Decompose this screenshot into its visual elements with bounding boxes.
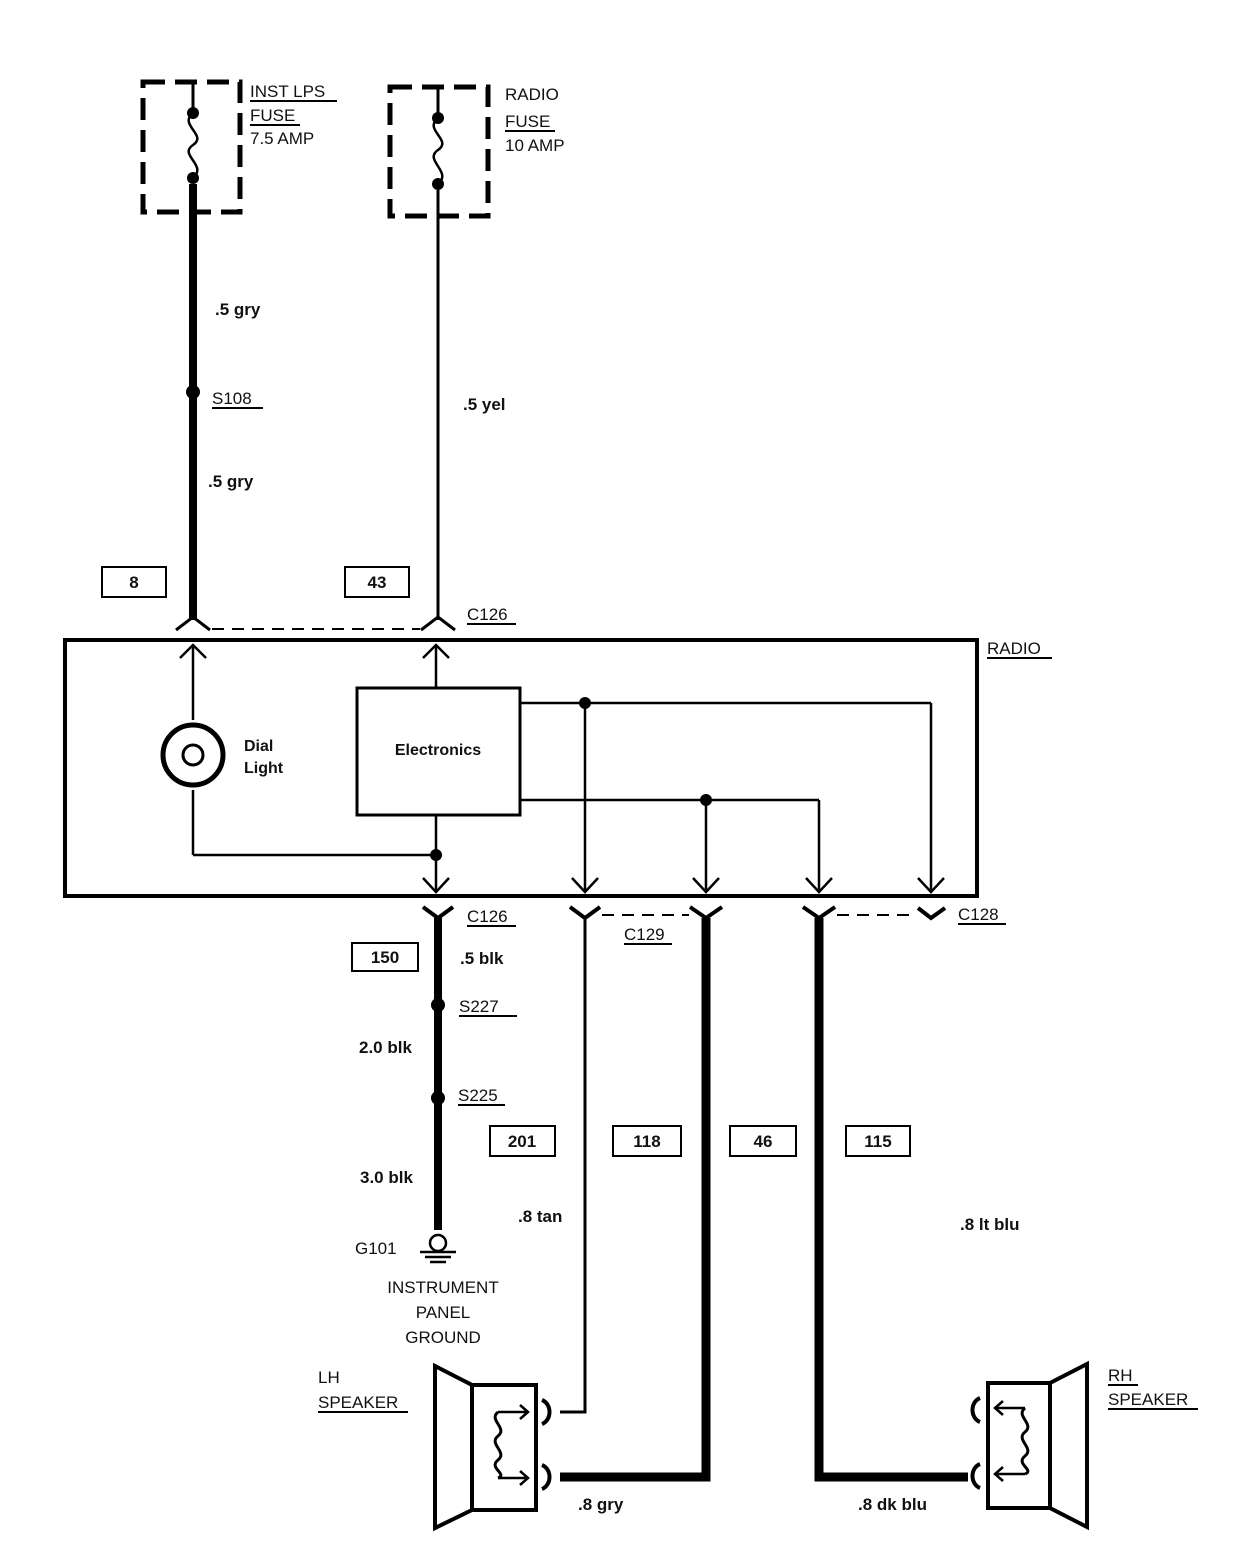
rh-speaker-label-1: RH [1108,1366,1133,1385]
ground-id: G101 [355,1239,397,1258]
electronics-module [355,686,522,817]
wire-label-blk-05: .5 blk [460,949,504,968]
wire-label-blk-20: 2.0 blk [359,1038,412,1057]
circuit-43: 43 [368,573,387,592]
ground-label-3: GROUND [405,1328,481,1347]
radio-fuse-rating: 10 AMP [505,136,565,155]
c126-top-connector [175,615,456,632]
wire-label-gry-upper: .5 gry [215,300,261,319]
inst-fuse-label: FUSE [250,106,295,125]
wire-label-blk-30: 3.0 blk [360,1168,413,1187]
circuit-201: 201 [508,1132,536,1151]
lh-speaker-label-2: SPEAKER [318,1393,398,1412]
s227-splice-dot [431,998,445,1012]
dial-light-label-1: Dial [244,738,273,755]
splice-s108: S108 [212,389,252,408]
speaker-wires [560,918,968,1482]
radio-fuse-label: FUSE [505,112,550,131]
wire-label-lt-blu: .8 lt blu [960,1215,1020,1234]
dial-light-label-2: Light [244,760,284,777]
ground-label-1: INSTRUMENT [387,1278,498,1297]
connector-c128: C128 [958,905,999,924]
circuit-118: 118 [633,1132,660,1151]
s225-splice-dot [431,1091,445,1105]
circuit-46: 46 [754,1132,773,1151]
rh-speaker-label-2: SPEAKER [1108,1390,1188,1409]
radio-fuse-name: RADIO [505,85,559,104]
lh-speaker-label-1: LH [318,1368,340,1387]
circuit-150: 150 [371,948,399,967]
radio-title: RADIO [987,639,1041,658]
lh-speaker [433,1362,552,1532]
ground-symbol [420,1233,456,1264]
connector-c126-bottom: C126 [467,907,508,926]
wire-label-yel: .5 yel [463,395,506,414]
radio-internal-wiring [179,643,945,894]
rh-speaker [970,1360,1089,1531]
dial-light-bulb [160,722,226,788]
splice-s227: S227 [459,997,499,1016]
connector-c126-top: C126 [467,605,508,624]
circuit-115: 115 [864,1132,891,1151]
inst-fuse-name: INST LPS [250,82,325,101]
circuit-8: 8 [129,573,138,592]
electronics-label: Electronics [395,742,481,759]
inst-fuse-rating: 7.5 AMP [250,129,314,148]
splice-s225: S225 [458,1086,498,1105]
wire-label-tan: .8 tan [518,1207,562,1226]
wire-label-dk-blu: .8 dk blu [858,1495,927,1514]
wire-label-gry-08: .8 gry [578,1495,624,1514]
wire-label-gry-lower: .5 gry [208,472,254,491]
ground-label-2: PANEL [416,1303,471,1322]
s108-splice-dot [186,385,200,399]
radio-housing [63,638,979,898]
connector-c129: C129 [624,925,665,944]
